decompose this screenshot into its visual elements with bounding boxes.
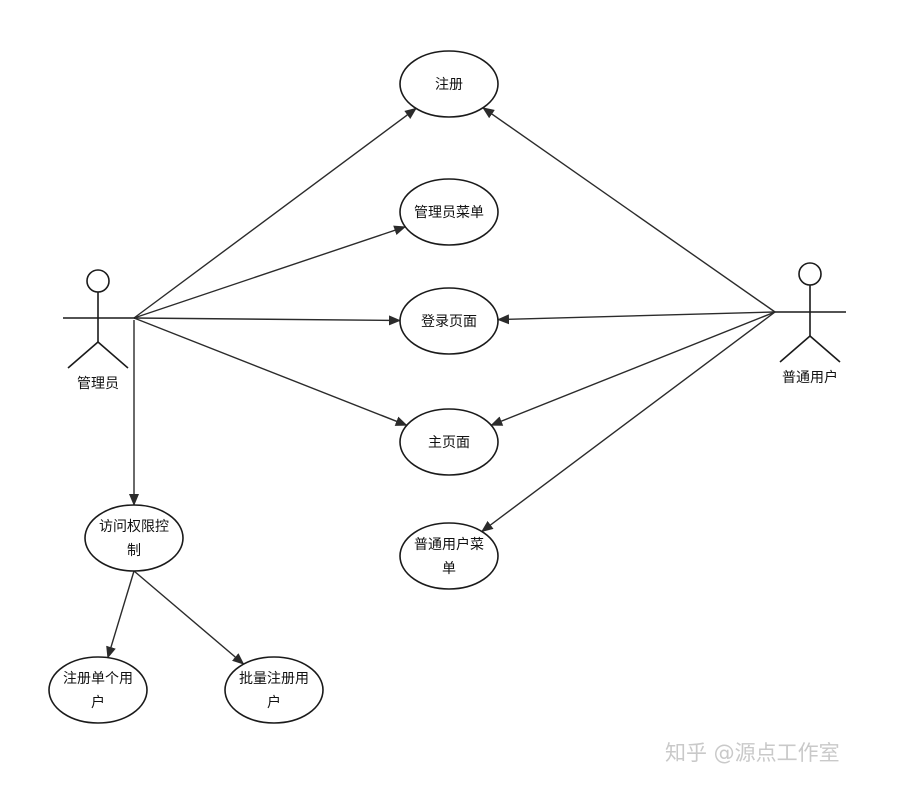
use-case-label: 访问权限控 xyxy=(99,519,169,535)
arrow-admin-to-admin_menu xyxy=(133,225,407,319)
use-case-label: 管理员菜单 xyxy=(414,205,484,221)
use-case-home: 主页面 xyxy=(399,408,499,476)
use-case-login: 登录页面 xyxy=(399,287,499,355)
use-case-label: 户 xyxy=(91,694,105,711)
actor-label: 普通用户 xyxy=(782,369,838,386)
arrow-admin-to-register xyxy=(133,107,417,319)
actor-admin: 管理员 xyxy=(63,269,135,392)
use-case-label: 登录页面 xyxy=(421,314,477,330)
use-case-label: 制 xyxy=(127,543,141,559)
use-case-ellipse xyxy=(399,178,499,246)
arrow-admin-to-home xyxy=(133,317,408,426)
use-case-label: 注册 xyxy=(435,77,463,93)
use-case-ellipse xyxy=(84,504,184,572)
use-case-label: 注册单个用 xyxy=(63,671,133,687)
arrow-admin-to-login xyxy=(133,315,401,326)
actor-left-leg-line xyxy=(779,335,811,363)
actor-label: 管理员 xyxy=(77,376,119,392)
actor-head-icon xyxy=(798,262,822,286)
arrow-user-to-home xyxy=(490,311,776,426)
arrow-user-to-user_menu xyxy=(480,311,776,533)
use-case-label: 户 xyxy=(267,694,281,711)
arrow-access_control-to-batch_register xyxy=(133,570,245,665)
use-case-label: 批量注册用 xyxy=(239,671,309,687)
actor-user: 普通用户 xyxy=(775,262,846,386)
arrow-access_control-to-register_single xyxy=(106,570,135,659)
diagram-nodes: 注册管理员菜单登录页面主页面普通用户菜单访问权限控制注册单个用户批量注册用户管理… xyxy=(48,50,846,724)
use-case-label: 普通用户菜 xyxy=(414,536,484,553)
arrow-user-to-login xyxy=(497,311,776,325)
use-case-register: 注册 xyxy=(399,50,499,118)
use-case-ellipse xyxy=(224,656,324,724)
association-arrows xyxy=(106,107,776,665)
actor-right-leg-line xyxy=(809,335,841,363)
use-case-ellipse xyxy=(48,656,148,724)
actor-right-leg-line xyxy=(97,341,129,369)
use-case-label: 单 xyxy=(442,561,456,577)
use-case-ellipse xyxy=(399,522,499,590)
use-case-ellipse xyxy=(399,408,499,476)
arrow-user-to-register xyxy=(482,107,776,313)
actor-head-icon xyxy=(86,269,110,293)
actor-left-leg-line xyxy=(67,341,99,369)
use-case-label: 主页面 xyxy=(428,435,470,451)
use-case-admin-menu: 管理员菜单 xyxy=(399,178,499,246)
use-case-ellipse xyxy=(399,50,499,118)
use-case-ellipse xyxy=(399,287,499,355)
watermark-text: 知乎 @源点工作室 xyxy=(665,741,840,765)
